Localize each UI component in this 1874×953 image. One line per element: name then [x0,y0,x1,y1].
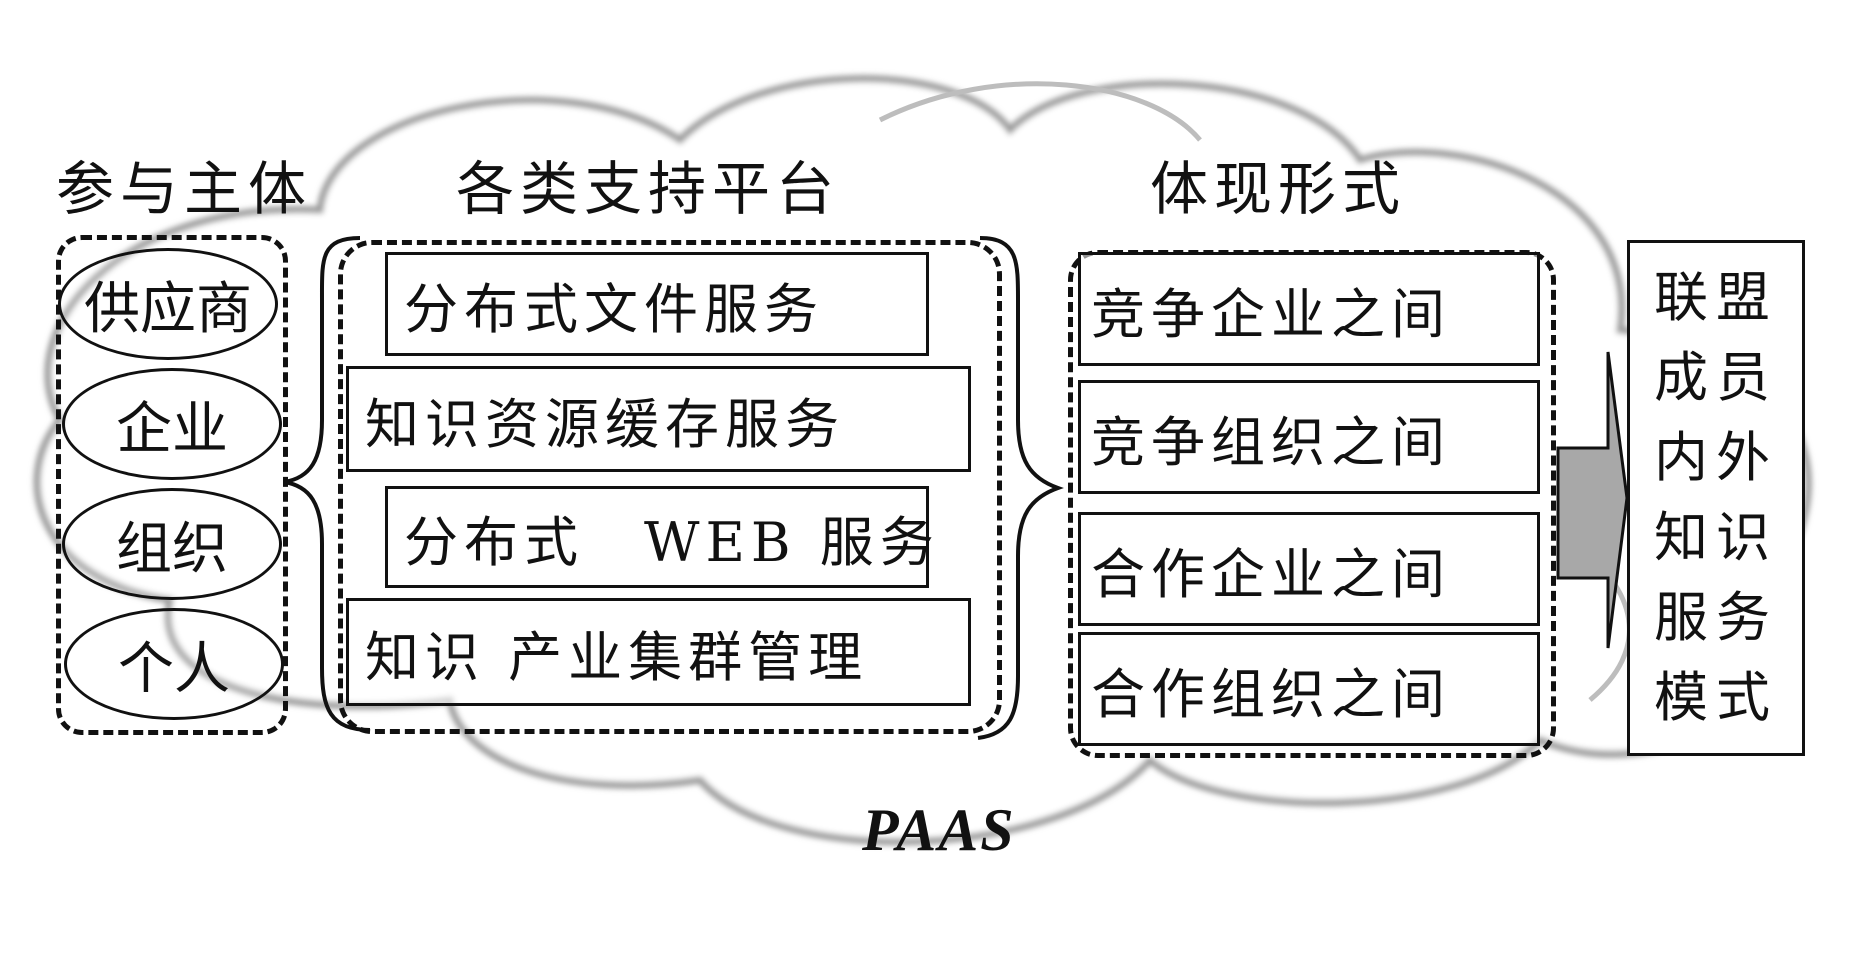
header-participants: 参与主体 [56,155,313,223]
paas-label: PAAS [862,797,1016,863]
form-competing-enterprises: 竞争企业之间 [1078,252,1540,366]
participant-organization: 组织 [62,488,282,600]
result-line-4: 知识 [1654,506,1778,569]
platform-distributed-file-service: 分布式文件服务 [385,252,929,356]
form-cooperating-organizations: 合作组织之间 [1078,632,1540,746]
platform-knowledge-cache-service: 知识资源缓存服务 [346,366,971,472]
platform-industry-cluster-management: 知识 产业集群管理 [346,598,971,706]
platforms-group [338,240,1002,734]
result-line-6: 模式 [1654,666,1778,729]
header-forms: 体现形式 [1150,155,1407,223]
participant-enterprise: 企业 [62,368,282,480]
result-line-5: 服务 [1654,586,1778,649]
result-line-3: 内外 [1654,426,1778,489]
platform-distributed-web-service: 分布式 WEB 服务 [385,486,934,588]
form-competing-organizations: 竞争组织之间 [1078,380,1540,494]
form-cooperating-enterprises: 合作企业之间 [1078,512,1540,626]
participant-individual: 个人 [64,608,284,720]
result-line-1: 联盟 [1654,266,1778,329]
result-line-2: 成员 [1654,346,1778,409]
participants-group [56,235,288,735]
header-platforms: 各类支持平台 [456,155,841,223]
participant-supplier: 供应商 [58,248,278,360]
result-box: 联盟 成员 内外 知识 服务 模式 [1627,240,1805,756]
